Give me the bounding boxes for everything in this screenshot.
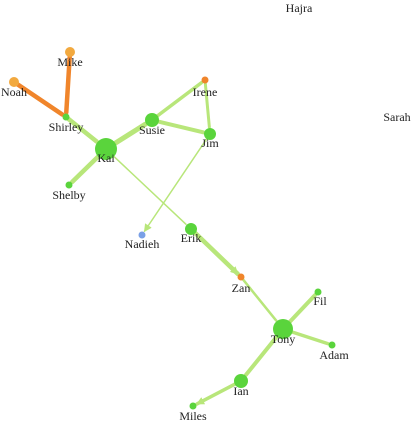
node-label-fil: Fil bbox=[313, 294, 327, 308]
node-kai[interactable] bbox=[95, 138, 117, 160]
node-shelby[interactable] bbox=[65, 181, 73, 189]
edge-tony-adam bbox=[290, 330, 330, 346]
edge-susie-jim bbox=[156, 119, 206, 135]
edge-erik-zan bbox=[193, 230, 241, 277]
node-label-erik: Erik bbox=[181, 231, 202, 245]
node-nadieh[interactable] bbox=[138, 231, 146, 239]
edge-noah-shirley bbox=[15, 82, 65, 117]
node-label-ian: Ian bbox=[233, 384, 248, 398]
nodes-layer bbox=[9, 47, 336, 410]
edge-kai-erik bbox=[113, 155, 187, 225]
edge-susie-irene bbox=[155, 80, 204, 118]
edge-shirley-kai bbox=[66, 116, 99, 144]
node-label-miles: Miles bbox=[179, 409, 207, 423]
node-label-tony: Tony bbox=[271, 332, 296, 346]
node-fil[interactable] bbox=[314, 288, 322, 296]
edge-ian-miles bbox=[195, 382, 237, 406]
node-label-susie: Susie bbox=[139, 123, 165, 137]
node-erik[interactable] bbox=[185, 223, 197, 235]
edge-zan-tony bbox=[241, 278, 278, 322]
edge-irene-jim bbox=[203, 81, 211, 129]
node-label-irene: Irene bbox=[193, 85, 218, 99]
edge-jim-nadieh bbox=[143, 138, 208, 233]
edge-tony-ian bbox=[244, 334, 279, 377]
node-label-sarah: Sarah bbox=[383, 110, 410, 124]
node-label-shelby: Shelby bbox=[52, 188, 85, 202]
node-tony[interactable] bbox=[273, 319, 293, 339]
node-zan[interactable] bbox=[237, 273, 245, 281]
node-mike[interactable] bbox=[65, 47, 75, 57]
node-jim[interactable] bbox=[204, 128, 216, 140]
edge-kai-shelby bbox=[69, 154, 101, 185]
node-label-jim: Jim bbox=[201, 136, 219, 150]
node-miles[interactable] bbox=[189, 402, 197, 410]
node-susie[interactable] bbox=[145, 113, 159, 127]
node-noah[interactable] bbox=[9, 77, 19, 87]
node-shirley[interactable] bbox=[62, 113, 70, 121]
node-label-mike: Mike bbox=[57, 55, 82, 69]
node-label-hajra: Hajra bbox=[286, 1, 313, 15]
node-label-nadieh: Nadieh bbox=[125, 237, 160, 251]
node-label-shirley: Shirley bbox=[49, 120, 84, 134]
edge-mike-shirley bbox=[64, 54, 72, 115]
node-label-noah: Noah bbox=[1, 85, 27, 99]
edge-kai-susie bbox=[112, 121, 148, 146]
node-ian[interactable] bbox=[234, 374, 248, 388]
node-label-kai: Kai bbox=[97, 151, 115, 165]
node-label-zan: Zan bbox=[232, 281, 251, 295]
node-irene[interactable] bbox=[201, 76, 209, 84]
node-adam[interactable] bbox=[328, 341, 336, 349]
edge-tony-fil bbox=[287, 293, 317, 324]
edges-layer bbox=[15, 54, 330, 406]
node-label-adam: Adam bbox=[319, 348, 349, 362]
